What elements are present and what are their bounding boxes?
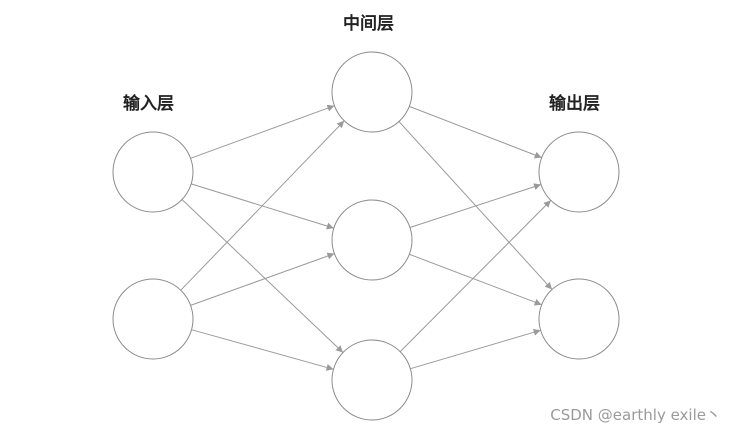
hidden-node-3 <box>331 339 413 421</box>
edge-hidden-2-to-output-1 <box>409 183 542 228</box>
connections-group <box>180 104 553 371</box>
edge-input-1-to-hidden-3 <box>181 199 344 353</box>
edge-hidden-1-to-output-1 <box>409 105 542 159</box>
edge-hidden-3-to-output-1 <box>399 200 552 352</box>
edge-input-2-to-hidden-1 <box>180 120 345 291</box>
input-node-1 <box>112 131 194 213</box>
nodes-group <box>112 51 620 421</box>
edge-hidden-2-to-output-2 <box>409 253 542 306</box>
hidden-layer-label: 中间层 <box>343 14 394 34</box>
edge-input-2-to-hidden-3 <box>191 329 334 371</box>
hidden-node-2 <box>331 199 413 281</box>
edge-input-2-to-hidden-2 <box>190 252 335 306</box>
output-node-1 <box>538 131 620 213</box>
input-layer-label: 输入层 <box>123 94 174 114</box>
watermark: CSDN @earthly exile丶 <box>550 406 721 424</box>
edge-input-1-to-hidden-1 <box>190 104 335 159</box>
output-layer-label: 输出层 <box>549 94 600 114</box>
output-node-2 <box>538 278 620 360</box>
input-node-2 <box>112 278 194 360</box>
hidden-node-1 <box>331 51 413 133</box>
edge-hidden-3-to-output-2 <box>410 328 541 370</box>
